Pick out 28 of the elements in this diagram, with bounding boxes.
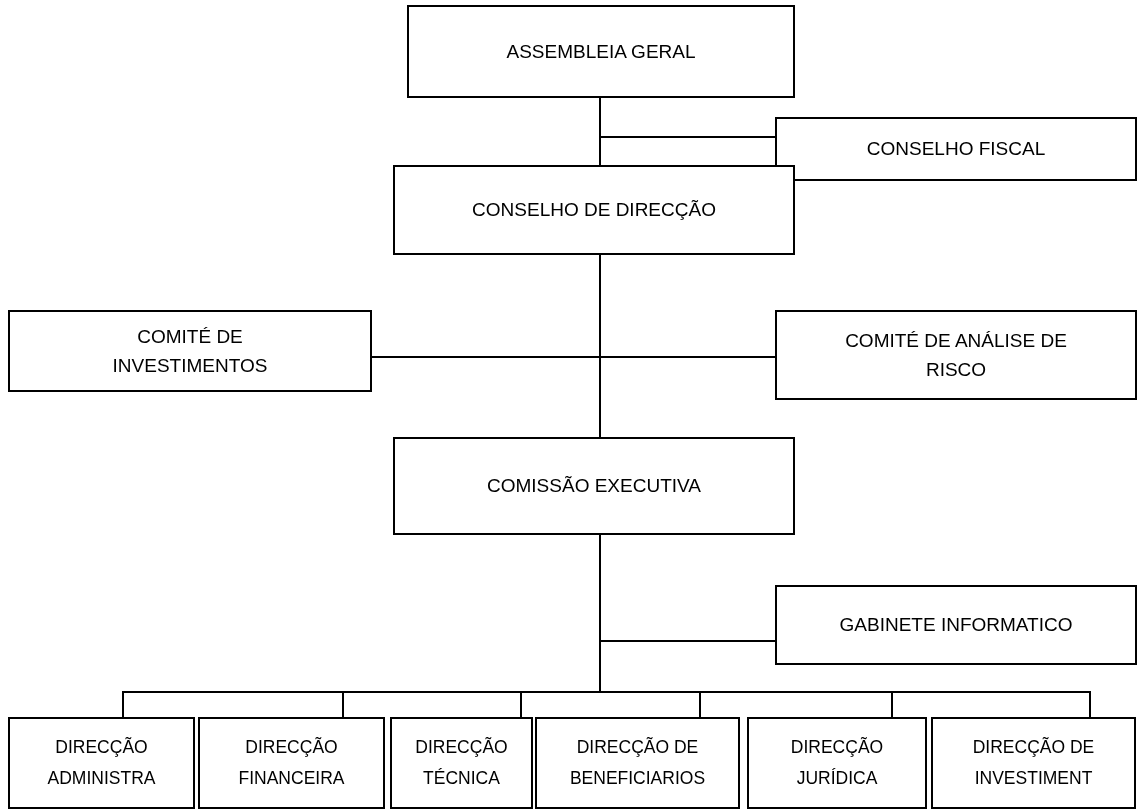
unit-label: DIRECÇÃO FINANCEIRA (237, 736, 346, 790)
org-unit-box (775, 117, 1137, 181)
org-unit-box (393, 165, 795, 255)
org-unit-box (775, 310, 1137, 400)
unit-label: DIRECÇÃO TÉCNICA (414, 736, 509, 790)
unit-label: ASSEMBLEIA GERAL (506, 39, 696, 64)
unit-label: COMISSÃO EXECUTIVA (487, 474, 701, 499)
org-unit-box (8, 717, 195, 809)
org-unit-box (775, 585, 1137, 665)
org-unit-box (931, 717, 1136, 809)
org-unit-box (535, 717, 740, 809)
unit-label: DIRECÇÃO JURÍDICA (789, 736, 885, 790)
connector-line (599, 97, 776, 138)
unit-label: COMITÉ DE INVESTIMENTOS (111, 324, 269, 378)
org-unit-box (393, 437, 795, 535)
org-unit-box (390, 717, 533, 809)
unit-label: DIRECÇÃO ADMINISTRA (46, 736, 157, 790)
unit-label: CONSELHO FISCAL (866, 137, 1046, 162)
connector-line (599, 254, 601, 438)
unit-label: DIRECÇÃO DE INVESTIMENT (971, 736, 1096, 790)
org-unit-box (8, 310, 372, 392)
org-unit-box (407, 5, 795, 98)
unit-label: GABINETE INFORMATICO (839, 613, 1073, 638)
unit-label: CONSELHO DE DIRECÇÃO (472, 198, 716, 223)
org-unit-box (747, 717, 927, 809)
unit-label: DIRECÇÃO DE BENEFICIARIOS (568, 736, 707, 790)
org-unit-box (198, 717, 385, 809)
unit-label: COMITÉ DE ANÁLISE DE RISCO (844, 328, 1068, 382)
